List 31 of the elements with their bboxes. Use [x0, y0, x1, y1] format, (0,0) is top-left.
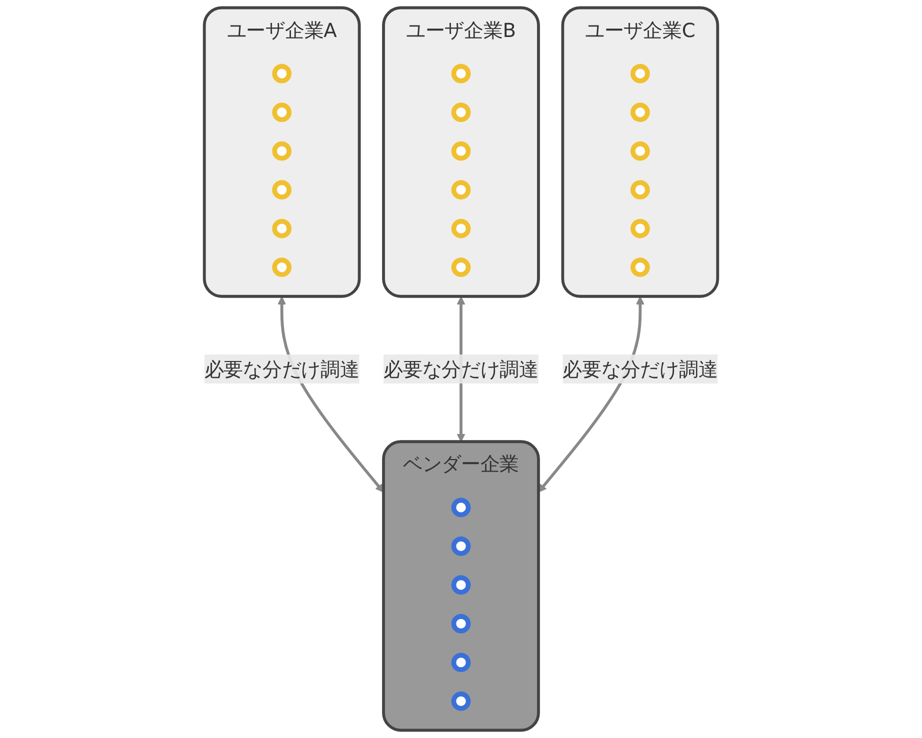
node-circle [451, 258, 471, 277]
node-circle [451, 141, 471, 161]
node-circle [630, 102, 650, 122]
node-circle [630, 141, 650, 161]
cluster: ユーザ企業C [561, 6, 720, 298]
node-circle [451, 614, 471, 634]
node-circle [272, 258, 292, 277]
node-circle [451, 180, 471, 200]
node-circle [630, 180, 650, 200]
cluster: ユーザ企業B [382, 6, 540, 298]
node-circle [451, 218, 471, 238]
node-circle [272, 64, 292, 84]
node-circle [630, 64, 650, 84]
node-circle [272, 218, 292, 238]
node-circle [451, 652, 471, 672]
edge-label: 必要な分だけ調達 [204, 357, 360, 381]
node-circle [451, 498, 471, 518]
node-circle [630, 258, 650, 277]
node-circle [272, 141, 292, 161]
node-circle [451, 102, 471, 122]
edge-label: 必要な分だけ調達 [384, 357, 538, 381]
node-circle [451, 692, 471, 711]
cluster: ユーザ企業A [202, 6, 361, 298]
node-circle [630, 218, 650, 238]
node-circle [451, 536, 471, 556]
node-circle [451, 64, 471, 84]
cluster: ベンダー企業 [382, 440, 540, 732]
node-circle [451, 575, 471, 595]
edge-label: 必要な分だけ調達 [562, 357, 718, 381]
node-circle [272, 180, 292, 200]
node-circle [272, 102, 292, 122]
